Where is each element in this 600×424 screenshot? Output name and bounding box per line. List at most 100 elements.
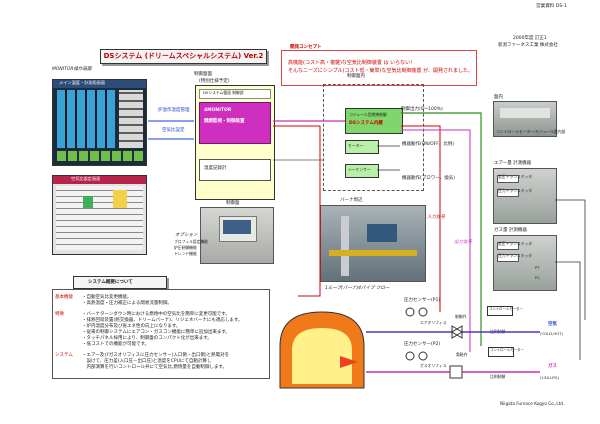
ctrl-motor2-box: コントロールモーター: [488, 347, 524, 357]
motor1-desc: 機器動作(ON/OFF、比例): [402, 142, 455, 147]
summary-v2e: ・タッチパネル採用により、制御盤のコンパクト化が出来ます。: [82, 336, 212, 341]
ds-module-line2: DSシステム内蔵: [349, 121, 383, 126]
flame-icon: [340, 356, 358, 368]
motor2-label: シーケンサー: [348, 167, 371, 172]
control-output-label: 制御出力(0～100%): [401, 107, 443, 112]
input-signal-line: [273, 125, 321, 297]
orifice2-label: ガスオリフィス: [420, 363, 447, 368]
summary-k2: 特徴: [55, 312, 64, 317]
gas-label: ガス: [548, 364, 557, 369]
right-field6: FC: [535, 275, 540, 280]
doc-ref: 営業資料 DS-1: [536, 4, 567, 9]
option-label: オプション: [175, 233, 198, 238]
air-label: 空気: [548, 322, 557, 327]
burner-photo-label: バーナ周辺: [340, 198, 363, 203]
summary-v2a: ・バーナターンダウン時における燃焼中の空気比を簡単に変更可能です。: [82, 312, 230, 317]
summary-v1a: ・自動空気比変更機能。: [82, 295, 132, 300]
company-name: 新潟ファーネス工業 株式会社: [498, 43, 558, 48]
panel-block3: 温度記録計: [204, 166, 227, 171]
panel-block1: 4MONITOR: [204, 108, 232, 113]
control-panel-photo: [200, 207, 274, 264]
motor2-desc: 機器動作(ブロワー、換気): [402, 176, 455, 181]
control-inside-label: 制御盤内: [347, 74, 365, 79]
summary-v3b: 設けて、圧力差(入口圧－出口圧)と温度をCPUにて自動計算し: [82, 359, 212, 364]
summary-v2b: ・排熱回収装置(熱交換器、ドリームバーナ)、リジェネバーナにも適応します。: [82, 318, 243, 323]
summary-v1b: ・高熱温度・圧力補正による間易流量制御。: [82, 301, 172, 306]
right-field1: 差圧トランスミッタ: [498, 174, 533, 179]
input-signal-line2: [401, 125, 441, 312]
ctrl-motor2: コントロールモーター: [490, 348, 524, 352]
input-signal-label: 入力信号: [427, 215, 445, 220]
ds-module: コジュール型燃焼制御 DSシステム内蔵: [345, 108, 403, 134]
furnace-inner: [292, 328, 352, 384]
gas-measure-photo: [493, 235, 557, 291]
panel-inner-label: DSシステム盤面 制御部: [203, 90, 244, 95]
main-monitor-screen: メイン温度・計測用画面: [52, 79, 147, 166]
summary-k3: システム: [55, 353, 73, 358]
air-cold-hot: (COLD,HOT): [540, 331, 564, 336]
output-signal-label: 出力信号: [454, 240, 472, 245]
control-panel-face: DSシステム盤面 制御部 4MONITOR 燃焼監視・制御装置 温度記録計: [195, 85, 275, 200]
gas-sensor-a: [405, 351, 415, 361]
orifice1-label: エアオリフィス: [420, 320, 447, 325]
air-valve-icon: [451, 325, 463, 339]
summary-v2f: ・低コストでの機能が可能です。: [82, 342, 150, 347]
right-field3: 差圧トランスミッタ: [498, 241, 533, 246]
valve2-label: 電磁弁: [456, 352, 468, 357]
summary-heading-box: システム概要について: [73, 276, 167, 289]
right-field2: 圧力トランスミッタ: [498, 188, 533, 193]
option-item3: トレンド機能: [174, 251, 197, 256]
motor1-box: モーター: [345, 140, 379, 154]
sensor1-label: 圧力センサー(P1): [404, 298, 441, 303]
panel-block2: 燃焼監視・制御装置: [204, 119, 245, 124]
flow-ctrl2: 比例制御: [490, 374, 506, 379]
concept-line2: そんなニーズにシンプル(コスト低・簡単)な空気比制御装置 が、開発されました。: [288, 68, 473, 74]
panel-label: 制御盤面: [194, 72, 212, 77]
furnace-temp-label: 炉温作温度管理: [158, 108, 190, 113]
air-sensor-b: [418, 307, 428, 317]
right-label2: エアー量 計測機器: [494, 161, 532, 166]
summary-v3c: 内部演算を行いコントロール弁にて空気比,燃焼量を自動制御します。: [82, 365, 227, 370]
monitor-label: MONITOR操作画面: [52, 67, 92, 72]
loop-label: 1ループ(バーナ)4パイプ フロー: [325, 286, 390, 291]
right-label3: ガス量 計測機器: [494, 228, 527, 233]
control-inside-frame: [323, 84, 424, 191]
burner-photo: [320, 205, 426, 282]
panel-photo-label: 制御盤: [226, 201, 240, 206]
air-valve-icon2: [451, 325, 463, 339]
gas-type: (13A,LPG): [540, 375, 559, 380]
screen2-title: 空気比設定画面: [71, 176, 101, 181]
right-field5: PT: [535, 265, 540, 270]
summary-box: 基本機能 ・自動空気比変更機能。 ・高熱温度・圧力補正による間易流量制御。 特徴…: [52, 289, 270, 379]
air-ratio-screen: 空気比設定画面: [52, 175, 147, 255]
output-signal-line: [401, 129, 471, 352]
gas-sensor-b: [418, 351, 428, 361]
panel-inside-photo: [493, 101, 557, 137]
ctrl-motor1-box: コントロールモーター: [487, 306, 523, 316]
concept-line1: 高機能(コスト高・複雑)な空気比制御装置 は いらない！: [288, 60, 416, 66]
motor2-box: シーケンサー: [345, 164, 379, 178]
concept-box: 開発コンセプト 高機能(コスト高・複雑)な空気比制御装置 は いらない！ そんな…: [281, 45, 477, 86]
control-output-line: [401, 112, 482, 346]
right-label1: 盤内: [494, 95, 503, 100]
doc-date: 2000年度 訂正1: [513, 36, 547, 41]
valve1-label: 制御弁: [455, 314, 467, 319]
option-item1: プロフィル設定機能: [174, 239, 209, 244]
air-measure-link: [555, 199, 586, 320]
summary-v2d: ・従来の制御システムにエアコン・ガスコン機能に簡単に追加出来ます。: [82, 330, 230, 335]
air-sensor-a: [405, 307, 415, 317]
ds-module-line1: コジュール型燃焼制御: [349, 112, 387, 117]
gas-measure-link: [555, 261, 581, 360]
motor1-label: モーター: [348, 143, 364, 148]
air-ratio-set-label: 空気比設定: [162, 128, 185, 133]
summary-k1: 基本機能: [55, 295, 73, 300]
air-measure-photo: [493, 168, 557, 224]
panel-note: (特別仕様予定): [199, 79, 230, 84]
summary-v3a: ・エアー及びガスオリフィスに圧力センサー(入口側・出口側)と熱電対を: [82, 353, 230, 358]
ctrl-motor1: コントロールモーター: [489, 307, 523, 311]
summary-v2c: ・炉内温度分布及び省エネ性の向上になります。: [82, 324, 181, 329]
right-field4: 圧力トランスミッタ: [498, 253, 533, 258]
page-title: DSシステム (ドリームスペシャルシステム) Ver.2: [100, 49, 267, 64]
gas-valve-box: [449, 365, 463, 379]
